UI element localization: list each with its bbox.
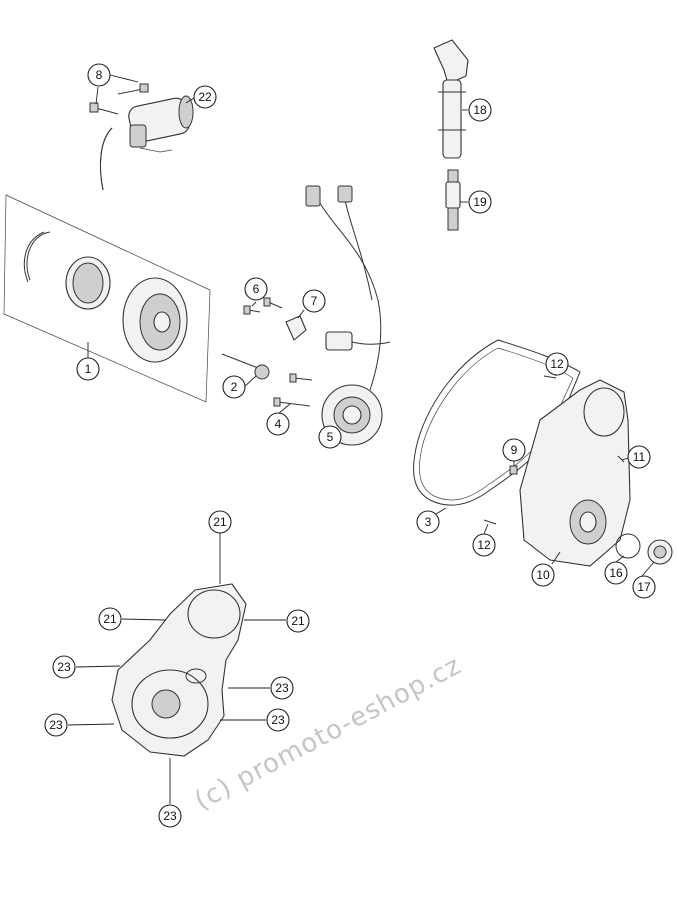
- svg-text:8: 8: [96, 68, 103, 82]
- svg-text:2: 2: [231, 380, 238, 394]
- callout-17: 17: [632, 575, 656, 599]
- svg-text:1: 1: [85, 362, 92, 376]
- svg-text:21: 21: [213, 515, 227, 529]
- callout-6: 6: [244, 277, 268, 301]
- cover-bolt-pattern: [111, 583, 247, 757]
- svg-text:22: 22: [198, 90, 212, 104]
- svg-text:4: 4: [275, 417, 282, 431]
- callout-21-left: 21: [98, 607, 122, 631]
- callout-5: 5: [318, 425, 342, 449]
- callout-3: 3: [416, 510, 440, 534]
- svg-text:19: 19: [473, 195, 487, 209]
- callout-11: 11: [627, 445, 651, 469]
- svg-text:23: 23: [57, 660, 71, 674]
- svg-text:6: 6: [253, 282, 260, 296]
- bolts-and-bracket: [221, 297, 313, 407]
- callout-16: 16: [604, 561, 628, 585]
- callout-1: 1: [76, 357, 100, 381]
- svg-text:3: 3: [425, 515, 432, 529]
- svg-text:12: 12: [550, 357, 564, 371]
- callout-21-top: 21: [208, 510, 232, 534]
- callout-12-bottom: 12: [472, 533, 496, 557]
- svg-text:7: 7: [311, 294, 318, 308]
- svg-text:21: 21: [103, 612, 117, 626]
- svg-text:10: 10: [536, 568, 550, 582]
- svg-text:23: 23: [49, 718, 63, 732]
- svg-text:17: 17: [637, 580, 651, 594]
- callout-23-bottom: 23: [158, 804, 182, 828]
- callout-18: 18: [468, 98, 492, 122]
- callout-21-right: 21: [286, 609, 310, 633]
- svg-text:18: 18: [473, 103, 487, 117]
- ignition-cap-and-spark-plug: [433, 39, 469, 231]
- svg-text:21: 21: [291, 614, 305, 628]
- svg-text:16: 16: [609, 566, 623, 580]
- svg-text:11: 11: [633, 450, 646, 464]
- svg-text:23: 23: [275, 681, 289, 695]
- callout-10: 10: [531, 563, 555, 587]
- starter-motor: [89, 83, 194, 191]
- callout-8: 8: [87, 63, 111, 87]
- flywheel-assembly: [3, 194, 211, 403]
- callout-9: 9: [502, 438, 526, 462]
- callout-23-lower-left: 23: [44, 713, 68, 737]
- callout-2: 2: [222, 375, 246, 399]
- ignition-cover: [519, 379, 673, 567]
- callout-22: 22: [193, 85, 217, 109]
- stator: [305, 185, 391, 446]
- svg-text:23: 23: [271, 713, 285, 727]
- callout-23-upper-left: 23: [52, 655, 76, 679]
- callout-19: 19: [468, 190, 492, 214]
- callout-23-upper-right: 23: [270, 676, 294, 700]
- svg-text:12: 12: [477, 538, 491, 552]
- callout-7: 7: [302, 289, 326, 313]
- svg-text:23: 23: [163, 809, 177, 823]
- callout-12-top: 12: [545, 352, 569, 376]
- svg-text:9: 9: [511, 443, 518, 457]
- callout-4: 4: [266, 412, 290, 436]
- callout-23-lower-right: 23: [266, 708, 290, 732]
- svg-text:5: 5: [327, 430, 334, 444]
